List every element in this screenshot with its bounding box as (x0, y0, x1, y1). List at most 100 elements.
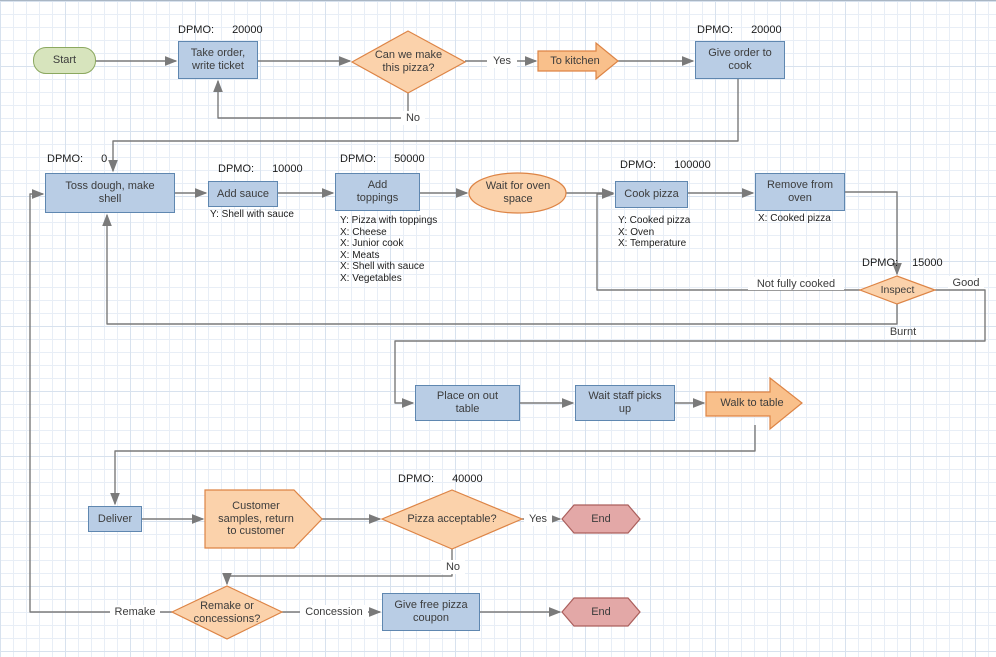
node-add-toppings[interactable]: Add toppings (335, 173, 420, 211)
wait-oven-ellipse[interactable] (468, 172, 567, 214)
dpmo-add-toppings-key: DPMO: (340, 153, 377, 165)
node-deliver[interactable]: Deliver (88, 506, 142, 532)
node-take-order[interactable]: Take order, write ticket (178, 41, 258, 79)
node-cook-pizza-label: Cook pizza (624, 188, 679, 201)
node-free-coupon[interactable]: Give free pizza coupon (382, 593, 480, 631)
dpmo-pizza-acceptable: DPMO: 40000 (398, 473, 483, 485)
note-remove-oven: X: Cooked pizza (758, 213, 831, 224)
dpmo-give-order: DPMO: 20000 (697, 24, 782, 36)
inspect-diamond[interactable] (858, 275, 937, 305)
remake-concessions-diamond[interactable] (170, 585, 284, 640)
connector-no-remake-diamond[interactable] (222, 549, 453, 586)
connector-remove-oven-inspect[interactable] (845, 191, 902, 276)
node-walk-table-label: Walk to table (720, 397, 784, 410)
note-cook-2: X: Temperature (618, 238, 687, 249)
edge-label-no-acceptable: No (441, 560, 465, 574)
note-cook-0: Y: Cooked pizza (618, 215, 691, 226)
connector-inspect-not-fully-cooked[interactable] (596, 189, 860, 291)
node-can-make-pizza-label: Can we make this pizza? (374, 49, 443, 74)
edge-label-concession: Concession (300, 605, 368, 619)
dpmo-pizza-acceptable-value: 40000 (452, 473, 483, 485)
node-give-order[interactable]: Give order to cook (695, 41, 785, 79)
node-walk-table[interactable]: Walk to table (706, 378, 798, 429)
dpmo-add-sauce-value: 10000 (272, 163, 303, 175)
notes-add-toppings: Y: Pizza with toppings X: Cheese X: Juni… (340, 215, 437, 284)
connector-inspect-good-place-table[interactable] (394, 289, 986, 408)
dpmo-take-order-key: DPMO: (178, 24, 215, 36)
dpmo-give-order-value: 20000 (751, 24, 782, 36)
edge-label-yes-end: Yes (524, 512, 552, 526)
dpmo-add-sauce: DPMO: 10000 (218, 163, 303, 175)
dpmo-add-sauce-key: DPMO: (218, 163, 255, 175)
node-start[interactable]: Start (33, 47, 96, 74)
pizza-acceptable-diamond[interactable] (380, 489, 524, 550)
note-toppings-1: X: Cheese (340, 226, 387, 238)
connector-give-order-toss-dough[interactable] (108, 79, 739, 173)
dpmo-add-toppings-value: 50000 (394, 153, 425, 165)
node-end-top[interactable]: End (562, 505, 640, 533)
to-kitchen-arrow-shape[interactable] (537, 41, 619, 81)
node-wait-staff[interactable]: Wait staff picks up (575, 385, 675, 421)
dpmo-take-order-value: 20000 (232, 24, 263, 36)
node-to-kitchen[interactable]: To kitchen (542, 43, 608, 79)
node-remove-oven[interactable]: Remove from oven (755, 173, 845, 211)
dpmo-toss-dough-value: 0 (101, 153, 108, 165)
connector-no-loop-take-order[interactable] (213, 79, 409, 119)
dpmo-give-order-key: DPMO: (697, 24, 734, 36)
node-free-coupon-label: Give free pizza coupon (394, 599, 468, 624)
node-deliver-label: Deliver (97, 512, 133, 525)
node-place-table-label: Place on out table (436, 390, 499, 415)
node-place-table[interactable]: Place on out table (415, 385, 520, 421)
node-customer-samples-label: Customer samples, return to customer (218, 499, 294, 538)
end-bottom-hexagon[interactable] (561, 597, 641, 627)
dpmo-toss-dough-key: DPMO: (47, 153, 84, 165)
node-pizza-acceptable[interactable]: Pizza acceptable? (382, 490, 522, 549)
edge-label-remake: Remake (110, 605, 160, 619)
node-remake-concessions[interactable]: Remake or concessions? (172, 586, 282, 639)
dpmo-toss-dough: DPMO: 0 (47, 153, 107, 165)
dpmo-pizza-acceptable-key: DPMO: (398, 473, 435, 485)
node-wait-oven[interactable]: Wait for oven space (470, 173, 566, 213)
edge-label-good: Good (948, 276, 984, 289)
node-add-toppings-label: Add toppings (356, 179, 399, 204)
dpmo-cook-pizza-key: DPMO: (620, 159, 657, 171)
walk-to-table-arrow-shape[interactable] (705, 376, 803, 431)
connector-inspect-burnt-toss-dough[interactable] (102, 213, 898, 325)
end-top-hexagon[interactable] (561, 504, 641, 534)
dpmo-add-toppings: DPMO: 50000 (340, 153, 425, 165)
node-toss-dough[interactable]: Toss dough, make shell (45, 173, 175, 213)
edge-label-not-fully-cooked: Not fully cooked (748, 277, 844, 290)
note-toppings-2: X: Junior cook (340, 238, 404, 249)
note-toppings-0: Y: Pizza with toppings (340, 215, 438, 226)
node-add-sauce-label: Add sauce (217, 187, 269, 200)
edge-label-burnt: Burnt (889, 325, 917, 338)
node-remove-oven-label: Remove from oven (766, 179, 834, 204)
node-cook-pizza[interactable]: Cook pizza (615, 181, 688, 208)
note-toppings-3: X: Meats (340, 249, 380, 261)
node-remake-concessions-label: Remake or concessions? (193, 599, 261, 625)
node-pizza-acceptable-label: Pizza acceptable? (407, 513, 497, 526)
can-make-pizza-diamond[interactable] (350, 30, 467, 94)
note-cook-1: X: Oven (618, 226, 655, 238)
note-add-sauce: Y: Shell with sauce (210, 209, 294, 220)
connector-walk-table-deliver[interactable] (110, 425, 756, 506)
dpmo-inspect-key: DPMO: (862, 257, 899, 269)
node-start-label: Start (52, 54, 77, 67)
dpmo-inspect: DPMO: 15000 (862, 257, 943, 269)
connector-remake-toss-dough[interactable] (29, 189, 172, 613)
node-can-make-pizza[interactable]: Can we make this pizza? (352, 31, 465, 93)
node-to-kitchen-label: To kitchen (550, 54, 600, 67)
node-end-bottom-label: End (591, 605, 611, 618)
node-inspect[interactable]: Inspect (860, 276, 935, 304)
dpmo-cook-pizza-value: 100000 (674, 159, 711, 171)
node-toss-dough-label: Toss dough, make shell (65, 180, 155, 205)
node-wait-oven-label: Wait for oven space (485, 180, 551, 205)
node-customer-samples[interactable]: Customer samples, return to customer (205, 490, 307, 548)
edge-label-yes-kitchen: Yes (487, 54, 517, 68)
customer-samples-shape[interactable] (204, 489, 323, 549)
node-end-bottom[interactable]: End (562, 598, 640, 626)
node-add-sauce[interactable]: Add sauce (208, 181, 278, 207)
node-give-order-label: Give order to cook (708, 47, 772, 72)
